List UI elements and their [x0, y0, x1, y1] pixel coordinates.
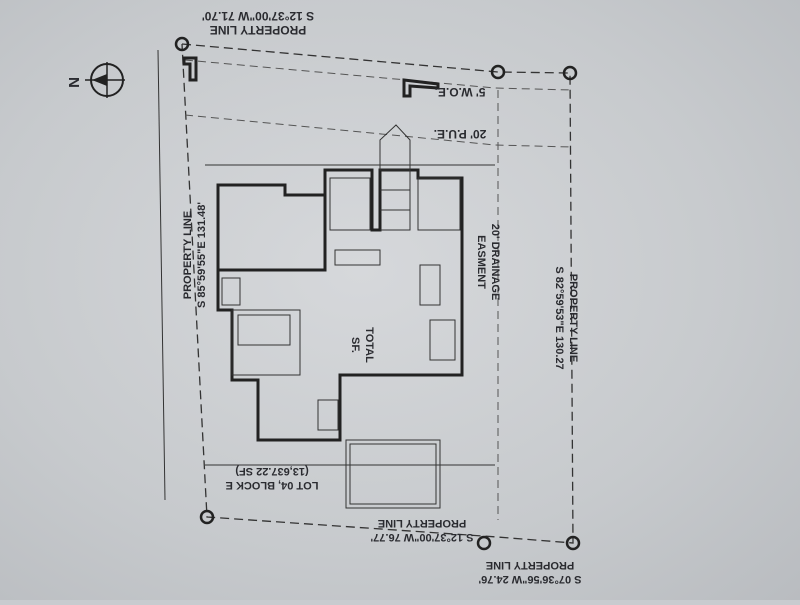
planter — [402, 78, 440, 98]
woe-label: 5' W.O.E. — [435, 85, 486, 99]
drainage-easement-label-2: EASMENT — [475, 235, 487, 289]
pue-line — [184, 114, 573, 148]
property-boundary — [181, 43, 574, 544]
right-property-line-title: PROPERTY LINE — [567, 274, 579, 362]
total-sf-label: TOTAL — [363, 327, 375, 363]
left-property-line-bearing: S 85°59'55"E 131.48' — [196, 202, 208, 308]
dimension-line — [157, 49, 166, 501]
total-sf-label-2: SF. — [349, 337, 361, 353]
pool-inner — [349, 443, 437, 505]
left-property-line-title: PROPERTY LINE — [182, 211, 194, 299]
bottom-right-property-line-title: PROPERTY LINE — [486, 559, 574, 571]
pool — [345, 439, 441, 509]
planter — [182, 56, 198, 82]
top-property-line-bearing: S 12°37'00"W 71.70' — [202, 9, 314, 23]
north-arrow-icon — [85, 62, 125, 98]
right-property-line-bearing: S 82°59'53"E 130.27 — [553, 266, 565, 369]
pue-label: 20' P.U.E. — [434, 127, 487, 141]
lot-area: (13,637.22 SF) — [235, 465, 309, 477]
drainage-easement-label: 20' DRAINAGE — [489, 224, 501, 301]
bottom-property-line-title: PROPERTY LINE — [378, 517, 466, 529]
bottom-property-line-bearing: S 12°37'00"W 76.77' — [370, 531, 473, 543]
woe-line — [184, 59, 573, 91]
house-floor-plan — [216, 124, 464, 442]
north-label: N — [65, 77, 82, 88]
lot-label: LOT 04, BLOCK E — [226, 479, 319, 491]
top-property-line-title: PROPERTY LINE — [210, 23, 306, 37]
property-corner-markers — [174, 36, 581, 551]
bottom-right-property-line-bearing: S 07°36'56"W 24.76' — [478, 573, 581, 585]
